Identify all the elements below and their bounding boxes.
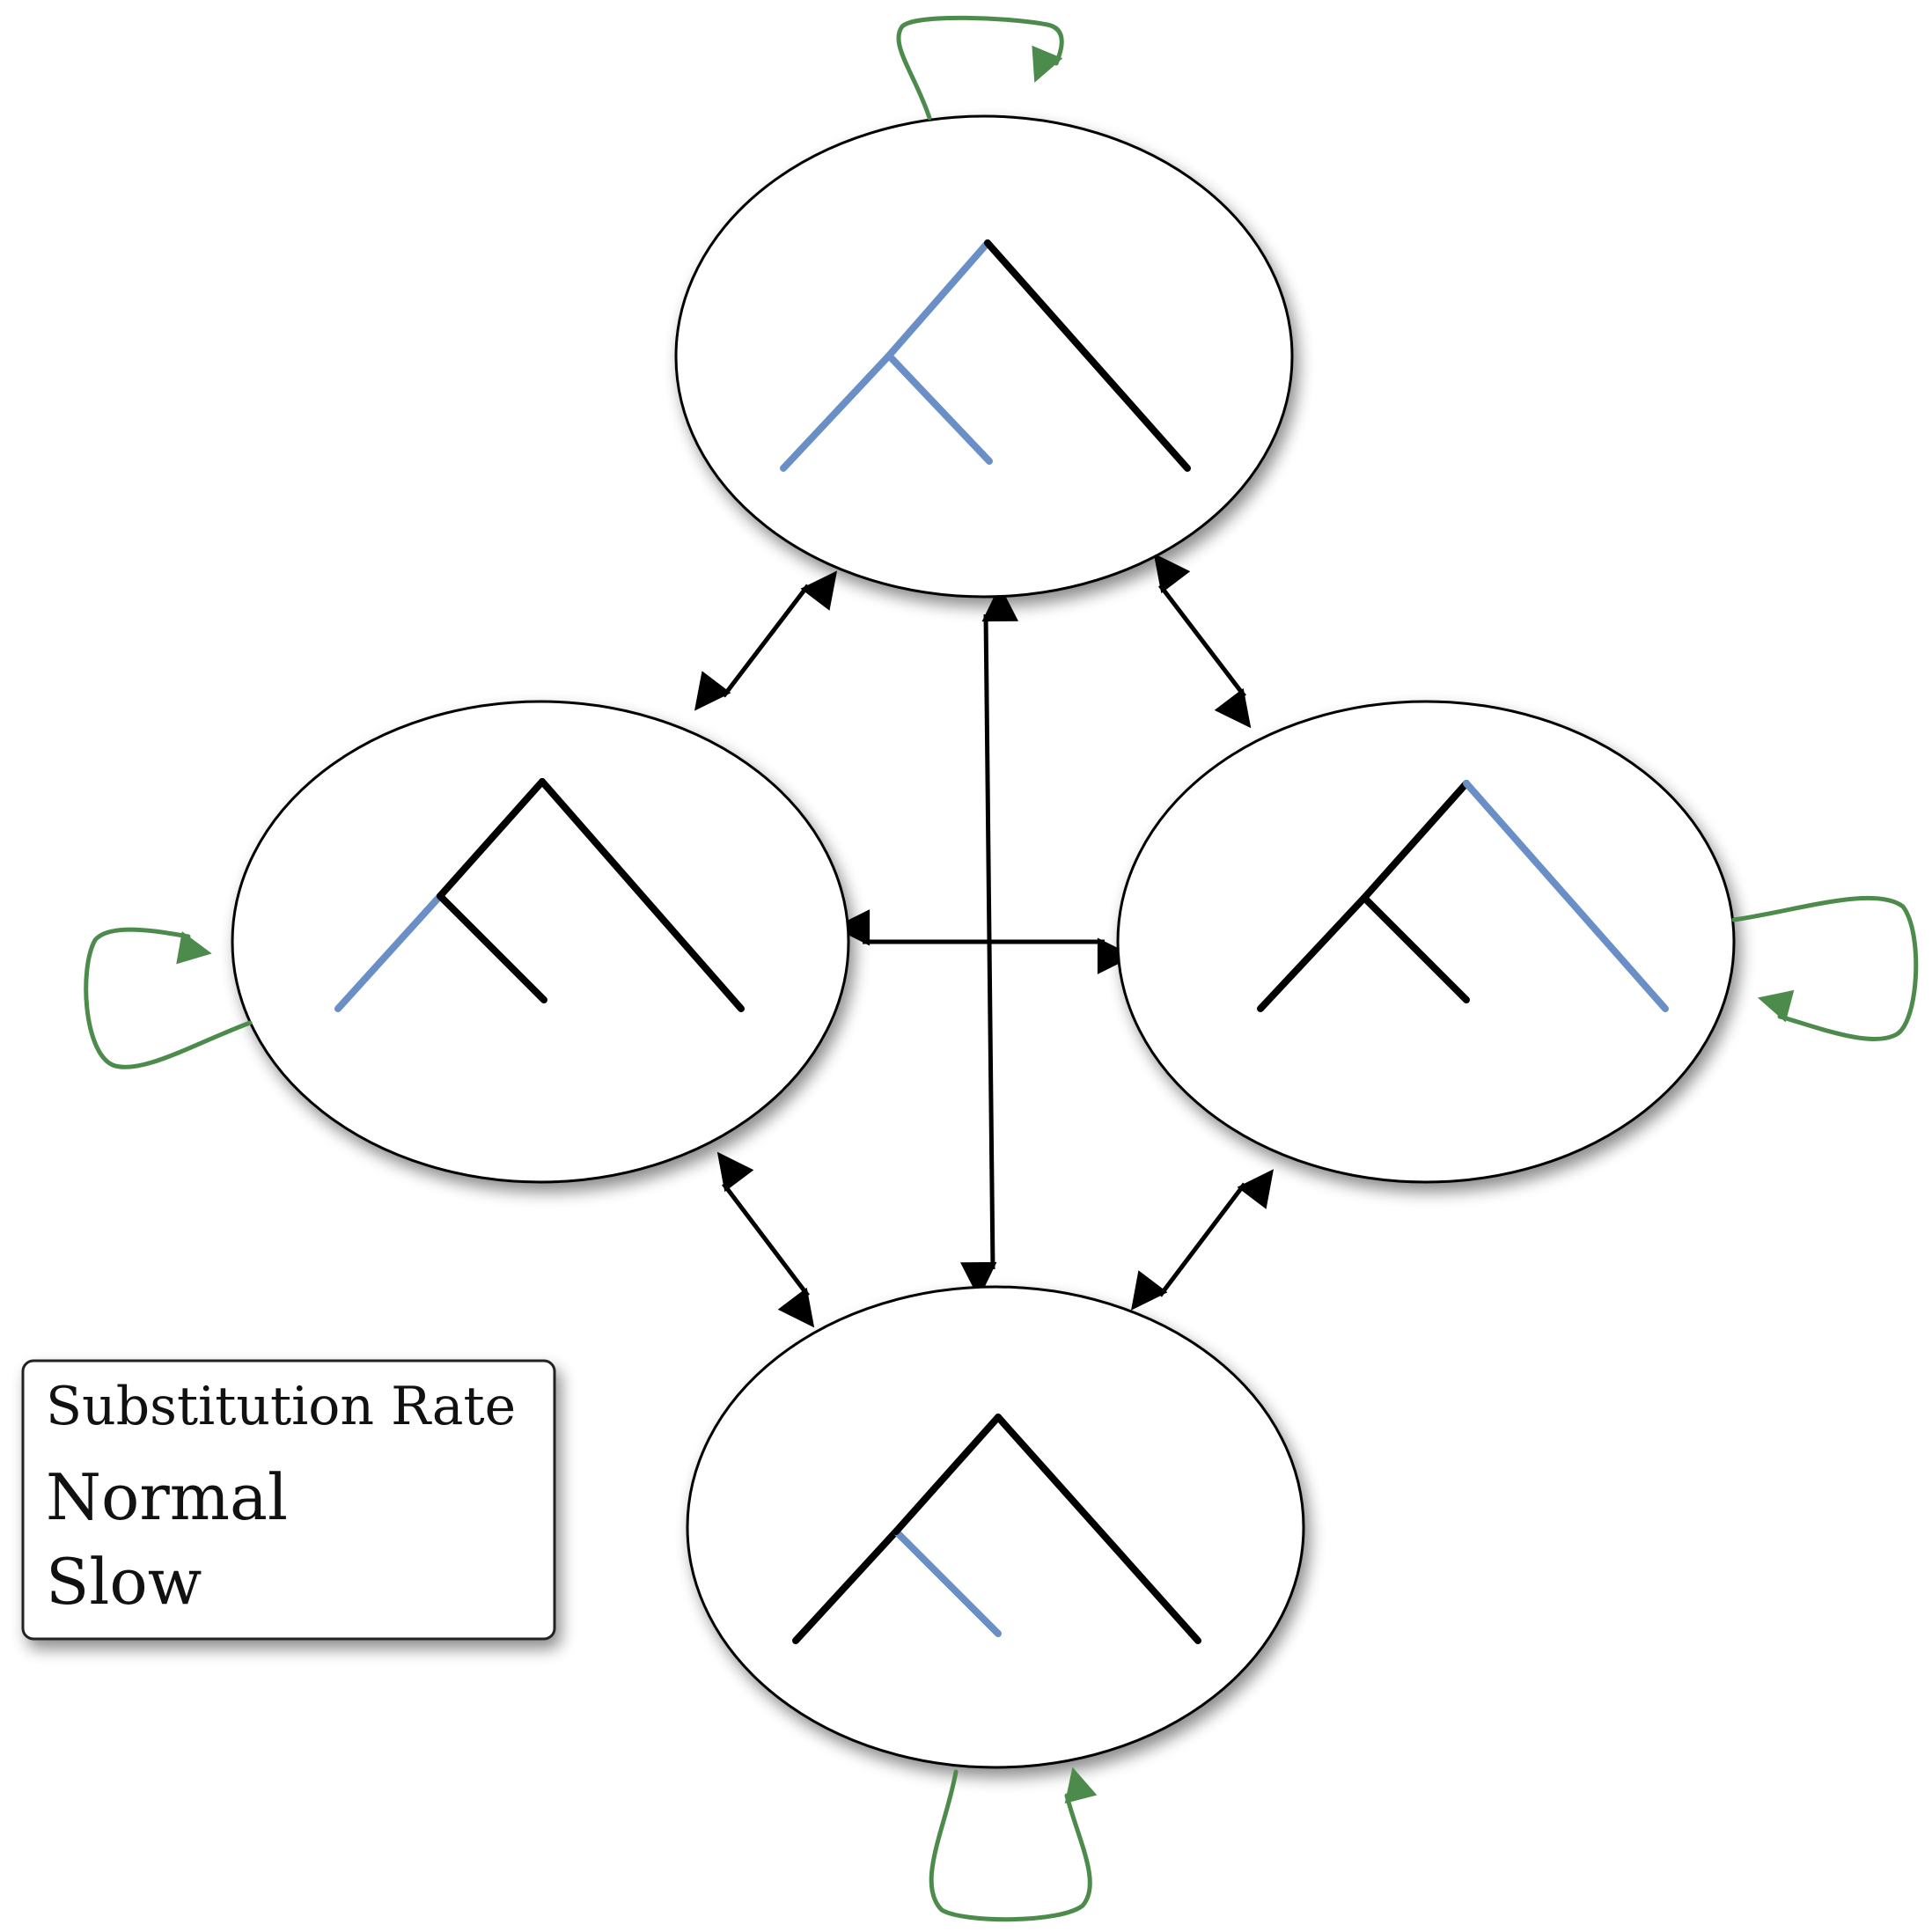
state-ellipse — [1116, 700, 1736, 1184]
arrow-left-bottom — [716, 1151, 815, 1328]
tree-branch-inner-right — [1361, 894, 1470, 1003]
tree-branch-root-left — [1361, 780, 1470, 901]
tree-branch-inner-left — [1257, 894, 1368, 1012]
tree-bottom — [792, 1414, 1201, 1644]
arrow-top-left — [694, 570, 838, 711]
tree-branch-root-left — [437, 778, 546, 900]
tree-branch-root-right — [1463, 780, 1669, 1012]
tree-right — [1257, 780, 1669, 1012]
legend: Substitution Rate Normal Slow — [21, 1359, 556, 1641]
state-node-bottom — [686, 1285, 1305, 1769]
self-loop-bottom — [929, 1767, 1098, 1922]
legend-item-slow-label: Slow — [46, 1545, 202, 1619]
tree-branch-root-left — [893, 1414, 1002, 1535]
tree-branch-root-right — [539, 778, 745, 1012]
transition-arrows — [694, 553, 1275, 1328]
state-node-right — [1116, 700, 1736, 1184]
state-node-top — [674, 114, 1294, 599]
state-ellipse — [231, 700, 850, 1184]
tree-branch-inner-left — [780, 352, 893, 472]
tree-branch-root-left — [885, 239, 991, 359]
state-ellipse — [686, 1285, 1305, 1769]
legend-item-normal-label: Normal — [46, 1460, 288, 1534]
tree-branch-inner-right — [893, 1528, 1002, 1637]
tree-branch-inner-left — [792, 1528, 900, 1644]
legend-box — [21, 1359, 556, 1641]
state-ellipse — [674, 114, 1294, 599]
tree-branch-root-right — [995, 1414, 1201, 1644]
tree-branch-inner-right — [437, 893, 547, 1003]
self-loop-right — [1731, 895, 1919, 1041]
tree-branch-inner-right — [885, 352, 993, 465]
tree-branch-root-right — [984, 239, 1191, 472]
self-loop-top — [896, 15, 1064, 121]
legend-title: Substitution Rate — [46, 1376, 516, 1437]
arrow-top-right — [1153, 553, 1252, 729]
state-node-left — [231, 700, 850, 1184]
tree-branch-slow-tip — [334, 893, 444, 1012]
self-loops — [84, 15, 1919, 1922]
arrow-right-bottom — [1130, 1169, 1275, 1311]
self-loop-left — [84, 927, 253, 1069]
tree-left — [334, 778, 745, 1012]
tree-top — [780, 239, 1191, 472]
